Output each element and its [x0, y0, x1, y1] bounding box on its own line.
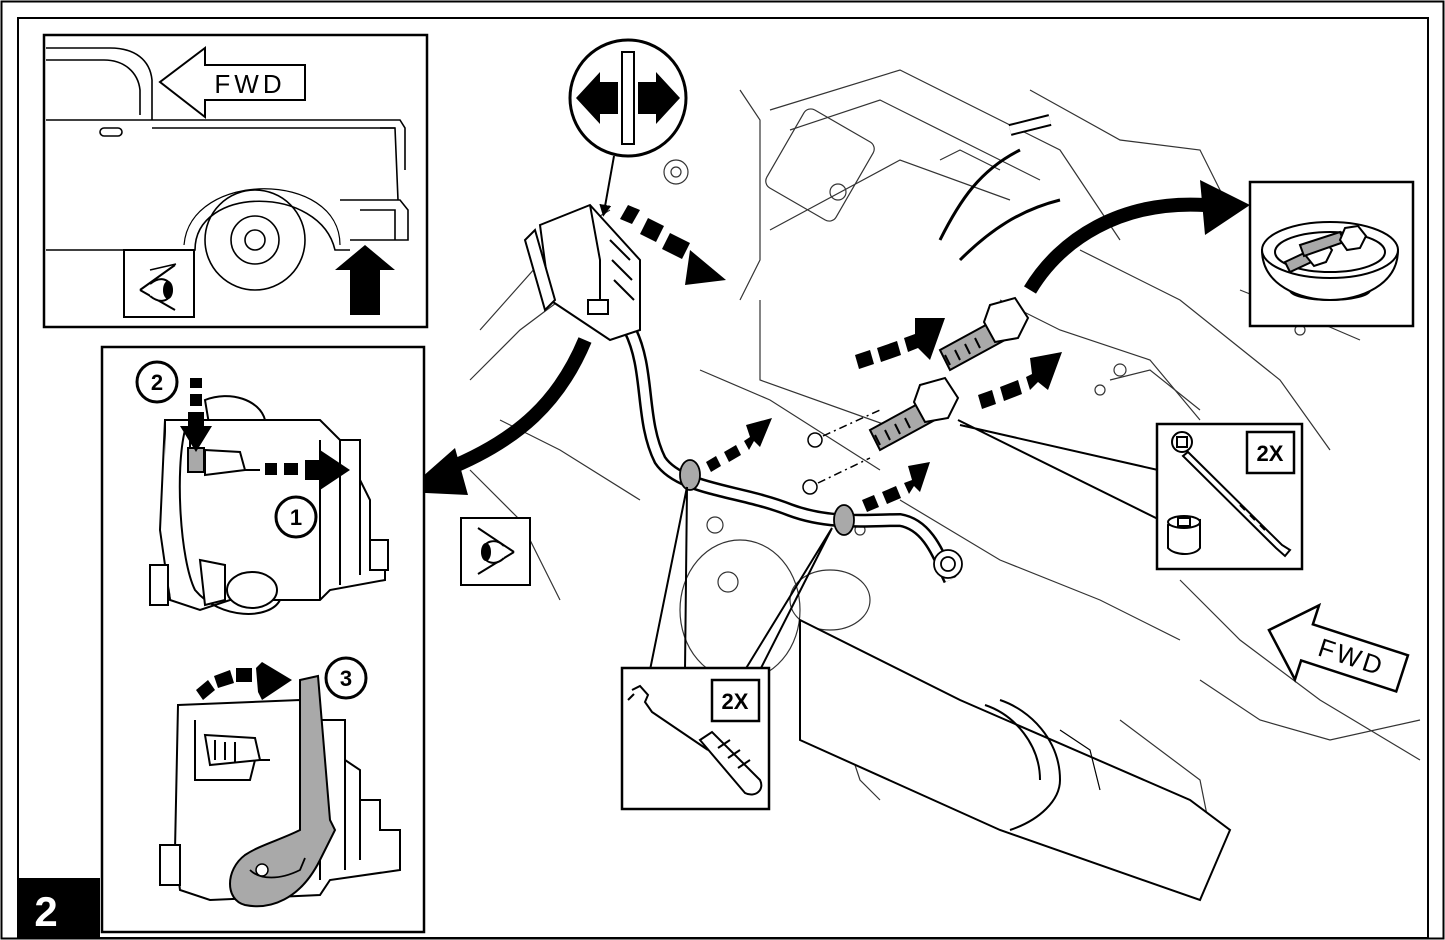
magnetic-parts-tray-icon — [1260, 221, 1400, 302]
dashed-arrow-clip-1 — [706, 418, 772, 472]
dashed-arrow-connector — [620, 205, 726, 285]
disconnect-arrows-icon — [568, 38, 688, 217]
bolt-upper — [938, 296, 1030, 372]
callout-2: 2 — [135, 360, 179, 404]
connector-lever — [229, 674, 337, 908]
truck-inset: FWD — [42, 33, 429, 329]
fwd-direction-arrow: FWD — [1267, 602, 1410, 693]
tool-callout-right: 2X — [957, 419, 1304, 571]
dashed-arrow-bolt-lower — [978, 352, 1062, 409]
callout-1-label: 1 — [290, 505, 302, 530]
up-arrow-icon — [335, 245, 395, 315]
step-number-badge: 2 — [18, 878, 100, 938]
connector-lower — [159, 698, 401, 902]
dashed-arrows — [620, 205, 1062, 512]
curved-arrow-to-connector-detail — [405, 337, 592, 495]
trim-panel-tool-icon — [627, 684, 763, 796]
lift-arc-arrow-icon — [196, 662, 292, 700]
inner-border — [17, 17, 1429, 939]
view-eye-icon — [460, 517, 531, 586]
tool-left-quantity: 2X — [722, 689, 749, 714]
mounting-holes — [802, 409, 881, 495]
harness-clip-2 — [833, 504, 855, 536]
exhaust-pipe — [799, 618, 1232, 902]
callout-3-label: 3 — [340, 666, 352, 691]
curved-arrow-to-parts-tray — [1023, 180, 1250, 294]
parts-tray-inset — [1248, 180, 1415, 328]
dashed-arrow-bolt-upper — [855, 318, 945, 369]
eye-icon — [123, 249, 195, 318]
wire-harness — [623, 114, 1061, 584]
press-arrow-icon — [180, 378, 212, 452]
harness-clips — [679, 459, 963, 579]
callout-3: 3 — [324, 656, 368, 700]
dashed-arrow-clip-2 — [862, 462, 930, 512]
callout-1: 1 — [274, 495, 318, 539]
fwd-label-truck: FWD — [214, 69, 285, 99]
fwd-arrow-truck: FWD — [158, 45, 306, 120]
tool-right-quantity: 2X — [1257, 441, 1284, 466]
harness-clip-1 — [679, 459, 701, 491]
connector-detail-inset: 2 1 — [100, 345, 426, 934]
tool-callout-left: 2X — [620, 486, 833, 811]
harness-connector — [523, 203, 641, 342]
callout-2-label: 2 — [151, 370, 163, 395]
slide-lock-arrow-icon — [265, 450, 350, 490]
ratchet-socket-icon — [1167, 431, 1292, 558]
bolt-lower — [868, 376, 960, 452]
step-number: 2 — [34, 888, 57, 935]
